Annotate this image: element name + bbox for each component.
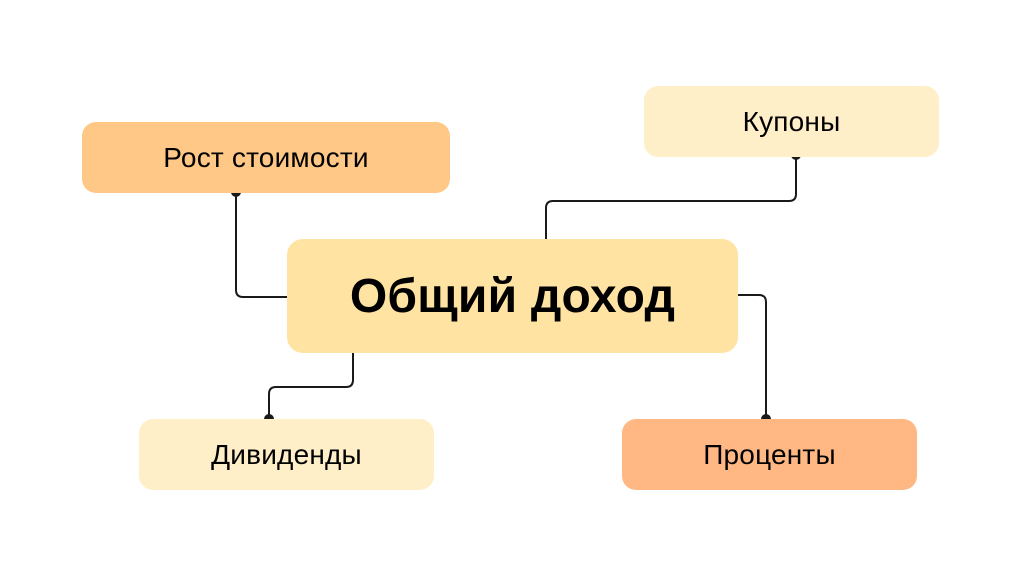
node-total-income-label: Общий доход bbox=[349, 269, 676, 323]
connector-coupons bbox=[545, 155, 797, 240]
connector-interest bbox=[737, 294, 767, 419]
node-dividends: Дивиденды bbox=[139, 419, 434, 490]
node-value-growth: Рост стоимости bbox=[82, 122, 450, 193]
connector-dividends bbox=[268, 353, 354, 419]
node-total-income: Общий доход bbox=[287, 239, 738, 353]
node-dividends-label: Дивиденды bbox=[211, 438, 362, 470]
node-interest-label: Проценты bbox=[703, 438, 836, 470]
node-value-growth-label: Рост стоимости bbox=[163, 141, 369, 173]
node-coupons-label: Купоны bbox=[742, 105, 841, 137]
node-interest: Проценты bbox=[622, 419, 917, 490]
node-coupons: Купоны bbox=[644, 86, 939, 157]
connector-growth bbox=[235, 192, 288, 298]
